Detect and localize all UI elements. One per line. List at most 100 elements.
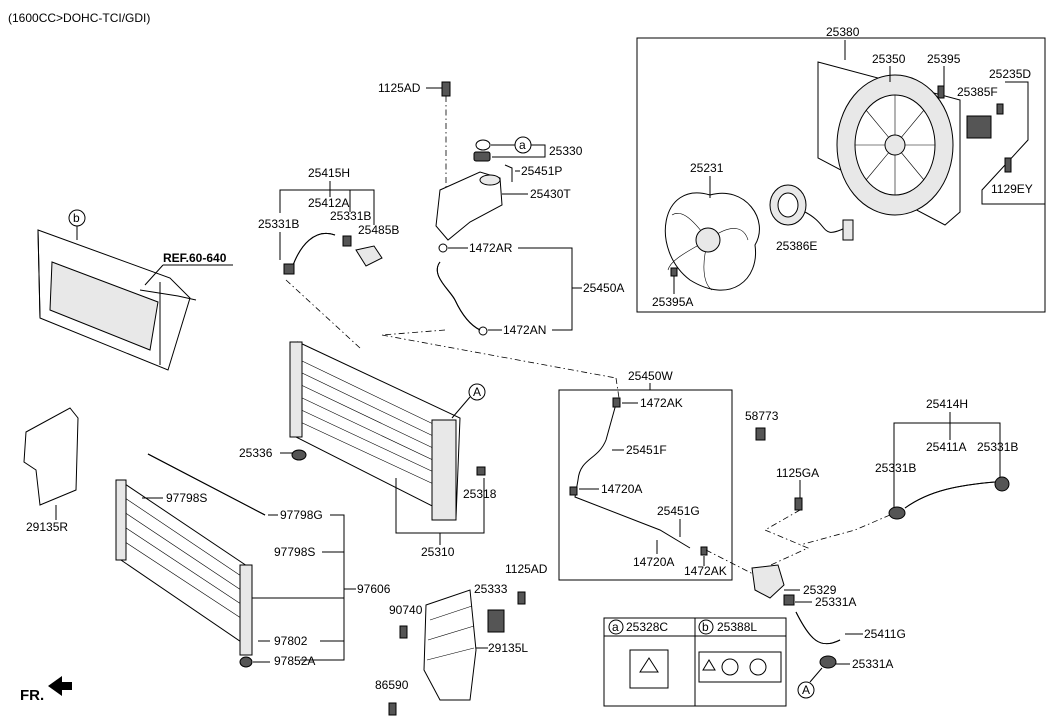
part-label-25330: 25330 [549,144,583,158]
part-label-25412A: 25412A [308,196,349,210]
air-guard-29135R [23,407,79,506]
fan-blade-25231 [664,192,760,291]
clamp-1472AN [478,326,488,336]
part-label-25415H: 25415H [308,166,350,180]
hose-group-box-25450W [558,389,733,581]
part-label-25331A-a: 25331A [815,595,856,609]
cap-97852A [239,656,253,668]
front-direction-arrow-icon [48,676,72,696]
air-guard-29135L [423,589,477,701]
screw-86590 [388,702,397,716]
reference-label: REF.60-640 [163,251,227,265]
part-label-86590: 86590 [375,678,409,692]
part-label-25451F: 25451F [626,443,667,457]
part-label-25430T: 25430T [530,187,571,201]
legend-callout-b: b [702,620,709,634]
part-label-1125AD-low: 1125AD [505,562,548,576]
part-label-97802: 97802 [274,634,308,648]
callout-A-lower-circle [797,681,815,699]
part-label-25331B-d: 25331B [875,461,916,475]
reservoir-tank-25430T [435,171,503,241]
clip-14720A-a [569,486,578,496]
part-label-97606: 97606 [357,582,391,596]
radiator-25310 [289,341,461,521]
part-label-90740: 90740 [389,603,423,617]
part-label-97798G: 97798G [280,508,323,522]
fan-shroud-25350 [817,61,961,226]
part-label-25385F: 25385F [957,85,998,99]
part-label-25318: 25318 [463,487,497,501]
clamp-25331B-a [283,263,295,275]
part-label-25331B-a: 25331B [258,217,299,231]
front-direction-label: FR. [20,687,44,704]
hose-25411G [795,611,841,645]
part-label-25380: 25380 [826,25,860,39]
bolt-1125GA [794,497,803,511]
part-label-25411A: 25411A [926,440,966,454]
hose-25450A [436,261,481,331]
clamp-25331B-c [994,476,1010,492]
hose-25412A [291,233,336,269]
legend-part-25328C: 25328C [626,620,668,634]
fitting-25329 [751,564,785,599]
bolt-25395 [937,85,945,99]
fan-assembly-box [636,37,1046,313]
part-label-25395A: 25395A [652,295,693,309]
hose-25451F [574,403,691,549]
part-label-1472AR: 1472AR [469,241,513,255]
legend-box: a 25328C b 25388L [603,617,787,707]
callout-A-upper-circle [468,383,486,401]
callout-a-text: a [519,138,526,152]
part-label-25329: 25329 [803,583,837,597]
warning-label-25388L [698,651,782,683]
clamp-25331A-a [783,594,795,606]
clamp-1472AK-b [700,546,708,556]
reservoir-cap [473,151,491,162]
bolt-1125AD-low [517,591,526,605]
bolt-1129EY [1004,157,1012,173]
part-label-25231: 25231 [690,161,724,175]
callout-A-lower-text: A [802,683,810,697]
engine-spec-label: (1600CC>DOHC-TCI/GDI) [8,11,150,25]
part-label-29135R: 29135R [26,520,68,534]
fan-resistor-25385F [966,115,992,139]
part-label-25310: 25310 [421,545,455,559]
part-label-97798S-b: 97798S [274,545,315,559]
callout-b-text: b [73,211,80,225]
part-label-14720A-b: 14720A [633,555,674,569]
part-label-1129EY: 1129EY [991,182,1033,196]
part-label-25411G: 25411G [864,627,906,641]
part-label-25331B-c: 25331B [977,440,1018,454]
part-label-25395: 25395 [927,52,961,66]
bolt-1125AD-top [441,81,451,97]
part-label-25331A-b: 25331A [852,657,893,671]
screw-25395A [670,267,678,277]
part-label-1472AN: 1472AN [503,323,546,337]
sensor-58773 [755,427,766,441]
part-label-25336: 25336 [239,446,273,460]
part-label-25414H: 25414H [926,397,968,411]
part-label-25235D: 25235D [989,67,1031,81]
part-label-25485B: 25485B [358,223,399,237]
part-label-25386E: 25386E [776,239,817,253]
warning-label-25328C [629,649,669,689]
clamp-1472AR [438,243,448,253]
mount-25336 [291,449,307,461]
part-label-1125GA: 1125GA [776,466,819,480]
fan-motor-25386E [769,184,854,241]
part-label-25350: 25350 [872,52,906,66]
part-label-58773: 58773 [745,409,779,423]
part-label-25331B-b: 25331B [330,209,371,223]
part-label-29135L: 29135L [488,641,528,655]
callout-A-upper-text: A [473,385,481,399]
hose-25411A [904,481,996,509]
part-label-25333: 25333 [474,582,508,596]
o-ring [475,139,491,151]
bracket-25333 [487,609,505,633]
legend-callout-a: a [612,620,619,634]
part-label-25450W: 25450W [628,369,673,383]
part-label-97852A: 97852A [274,654,315,668]
part-label-14720A-a: 14720A [601,482,642,496]
part-label-1472AK-a: 1472AK [640,396,683,410]
